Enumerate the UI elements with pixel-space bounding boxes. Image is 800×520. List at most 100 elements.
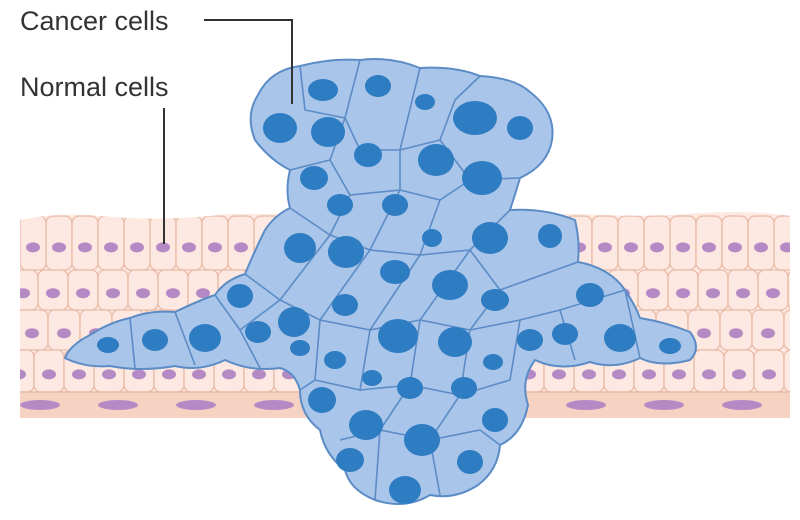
normal-cell xyxy=(788,270,800,310)
normal-cell xyxy=(784,310,800,350)
normal-cell-nucleus xyxy=(72,369,86,379)
cancer-cell-nucleus xyxy=(432,270,468,300)
cancer-cell-nucleus xyxy=(142,329,168,351)
normal-cell-nucleus xyxy=(130,242,144,252)
normal-cell-nucleus xyxy=(598,242,612,252)
normal-cell xyxy=(784,350,800,392)
normal-cell-nucleus xyxy=(182,242,196,252)
normal-cell-nucleus xyxy=(732,369,746,379)
cancer-cell-nucleus xyxy=(308,79,338,101)
cancer-cell-nucleus xyxy=(324,351,346,369)
cancer-cell-nucleus xyxy=(538,224,562,248)
normal-cell-nucleus xyxy=(766,288,780,298)
cancer-cell-nucleus xyxy=(457,450,483,474)
cancer-cell-nucleus xyxy=(453,101,497,135)
normal-cell-nucleus xyxy=(136,288,150,298)
cancer-cell-nucleus xyxy=(378,319,418,353)
normal-cell-nucleus xyxy=(792,369,800,379)
normal-cell-nucleus xyxy=(104,242,118,252)
cancer-cell-nucleus xyxy=(462,161,502,195)
normal-cell-nucleus xyxy=(624,242,638,252)
cancer-cell-nucleus xyxy=(263,113,297,143)
normal-cell-nucleus xyxy=(697,328,711,338)
normal-cell-nucleus xyxy=(192,369,206,379)
cancer-cell-nucleus xyxy=(245,321,271,343)
basal-nucleus xyxy=(98,400,138,410)
normal-cells-label: Normal cells xyxy=(20,74,169,101)
cancer-cell-nucleus xyxy=(482,408,508,432)
cancer-cell-nucleus xyxy=(422,229,442,247)
normal-cell-nucleus xyxy=(234,242,248,252)
cancer-cell-nucleus xyxy=(308,387,336,413)
cancer-cell-nucleus xyxy=(404,424,440,456)
cancer-cell-nucleus xyxy=(332,294,358,316)
normal-cell-nucleus xyxy=(252,369,266,379)
normal-cell-nucleus xyxy=(642,369,656,379)
normal-cell-nucleus xyxy=(46,288,60,298)
normal-cell-nucleus xyxy=(12,369,26,379)
cancer-cell-nucleus xyxy=(472,222,508,254)
normal-cell-nucleus xyxy=(612,369,626,379)
normal-cell-nucleus xyxy=(132,369,146,379)
basal-nucleus xyxy=(722,400,762,410)
cancer-cell-nucleus xyxy=(438,327,472,357)
normal-cell xyxy=(4,350,34,392)
normal-cell-nucleus xyxy=(166,288,180,298)
cancer-cell-nucleus xyxy=(97,337,119,353)
normal-cell-nucleus xyxy=(57,328,71,338)
normal-cell-nucleus xyxy=(706,288,720,298)
normal-cell-nucleus xyxy=(728,242,742,252)
cancer-cell-nucleus xyxy=(328,236,364,268)
cancer-cell-nucleus xyxy=(552,323,578,345)
normal-cell-nucleus xyxy=(796,288,800,298)
basal-nucleus xyxy=(20,400,60,410)
normal-cell-nucleus xyxy=(106,288,120,298)
normal-cell-nucleus xyxy=(552,369,566,379)
normal-cell-nucleus xyxy=(793,328,800,338)
normal-cell-nucleus xyxy=(26,242,40,252)
cancer-cell-nucleus xyxy=(507,116,533,140)
cancer-cell-nucleus xyxy=(327,194,353,216)
normal-cell-nucleus xyxy=(208,242,222,252)
normal-cell-nucleus xyxy=(222,369,236,379)
cancer-cell-nucleus xyxy=(189,324,221,352)
cancer-cell-nucleus xyxy=(380,260,410,284)
cancer-cell-nucleus xyxy=(659,338,681,354)
cancer-cell-nucleus xyxy=(290,340,310,356)
basal-nucleus xyxy=(254,400,294,410)
cancer-cell-nucleus xyxy=(397,377,423,399)
normal-cell-nucleus xyxy=(754,242,768,252)
cancer-cell-nucleus xyxy=(311,117,345,147)
basal-nucleus xyxy=(176,400,216,410)
normal-cell-nucleus xyxy=(162,369,176,379)
cancer-cell-nucleus xyxy=(278,307,310,337)
normal-cell-nucleus xyxy=(676,242,690,252)
normal-cell-nucleus xyxy=(582,369,596,379)
normal-cell-nucleus xyxy=(16,288,30,298)
normal-cell-nucleus xyxy=(702,242,716,252)
normal-cell-nucleus xyxy=(702,369,716,379)
cancer-cells-label: Cancer cells xyxy=(20,8,169,35)
normal-cell-nucleus xyxy=(780,242,794,252)
cancer-cell-nucleus xyxy=(365,75,391,97)
basal-nucleus xyxy=(566,400,606,410)
cancer-cell-nucleus xyxy=(418,144,454,176)
normal-cell-nucleus xyxy=(42,369,56,379)
normal-cell-nucleus xyxy=(102,369,116,379)
cancer-cell-nucleus xyxy=(349,410,383,440)
cancer-cell-nucleus xyxy=(576,283,604,307)
normal-cell-nucleus xyxy=(676,288,690,298)
cancer-cell-nucleus xyxy=(415,94,435,110)
cancer-cell-nucleus xyxy=(354,143,382,167)
cancer-cell-nucleus xyxy=(604,324,636,352)
normal-cell-nucleus xyxy=(672,369,686,379)
cancer-cell-nucleus xyxy=(227,284,253,308)
cancer-cell-nucleus xyxy=(517,329,543,351)
basal-nucleus xyxy=(644,400,684,410)
normal-cell-nucleus xyxy=(761,328,775,338)
normal-cell-nucleus xyxy=(78,242,92,252)
cancer-cell-nucleus xyxy=(336,448,364,472)
cancer-cell-nucleus xyxy=(284,233,316,263)
normal-cell-nucleus xyxy=(729,328,743,338)
